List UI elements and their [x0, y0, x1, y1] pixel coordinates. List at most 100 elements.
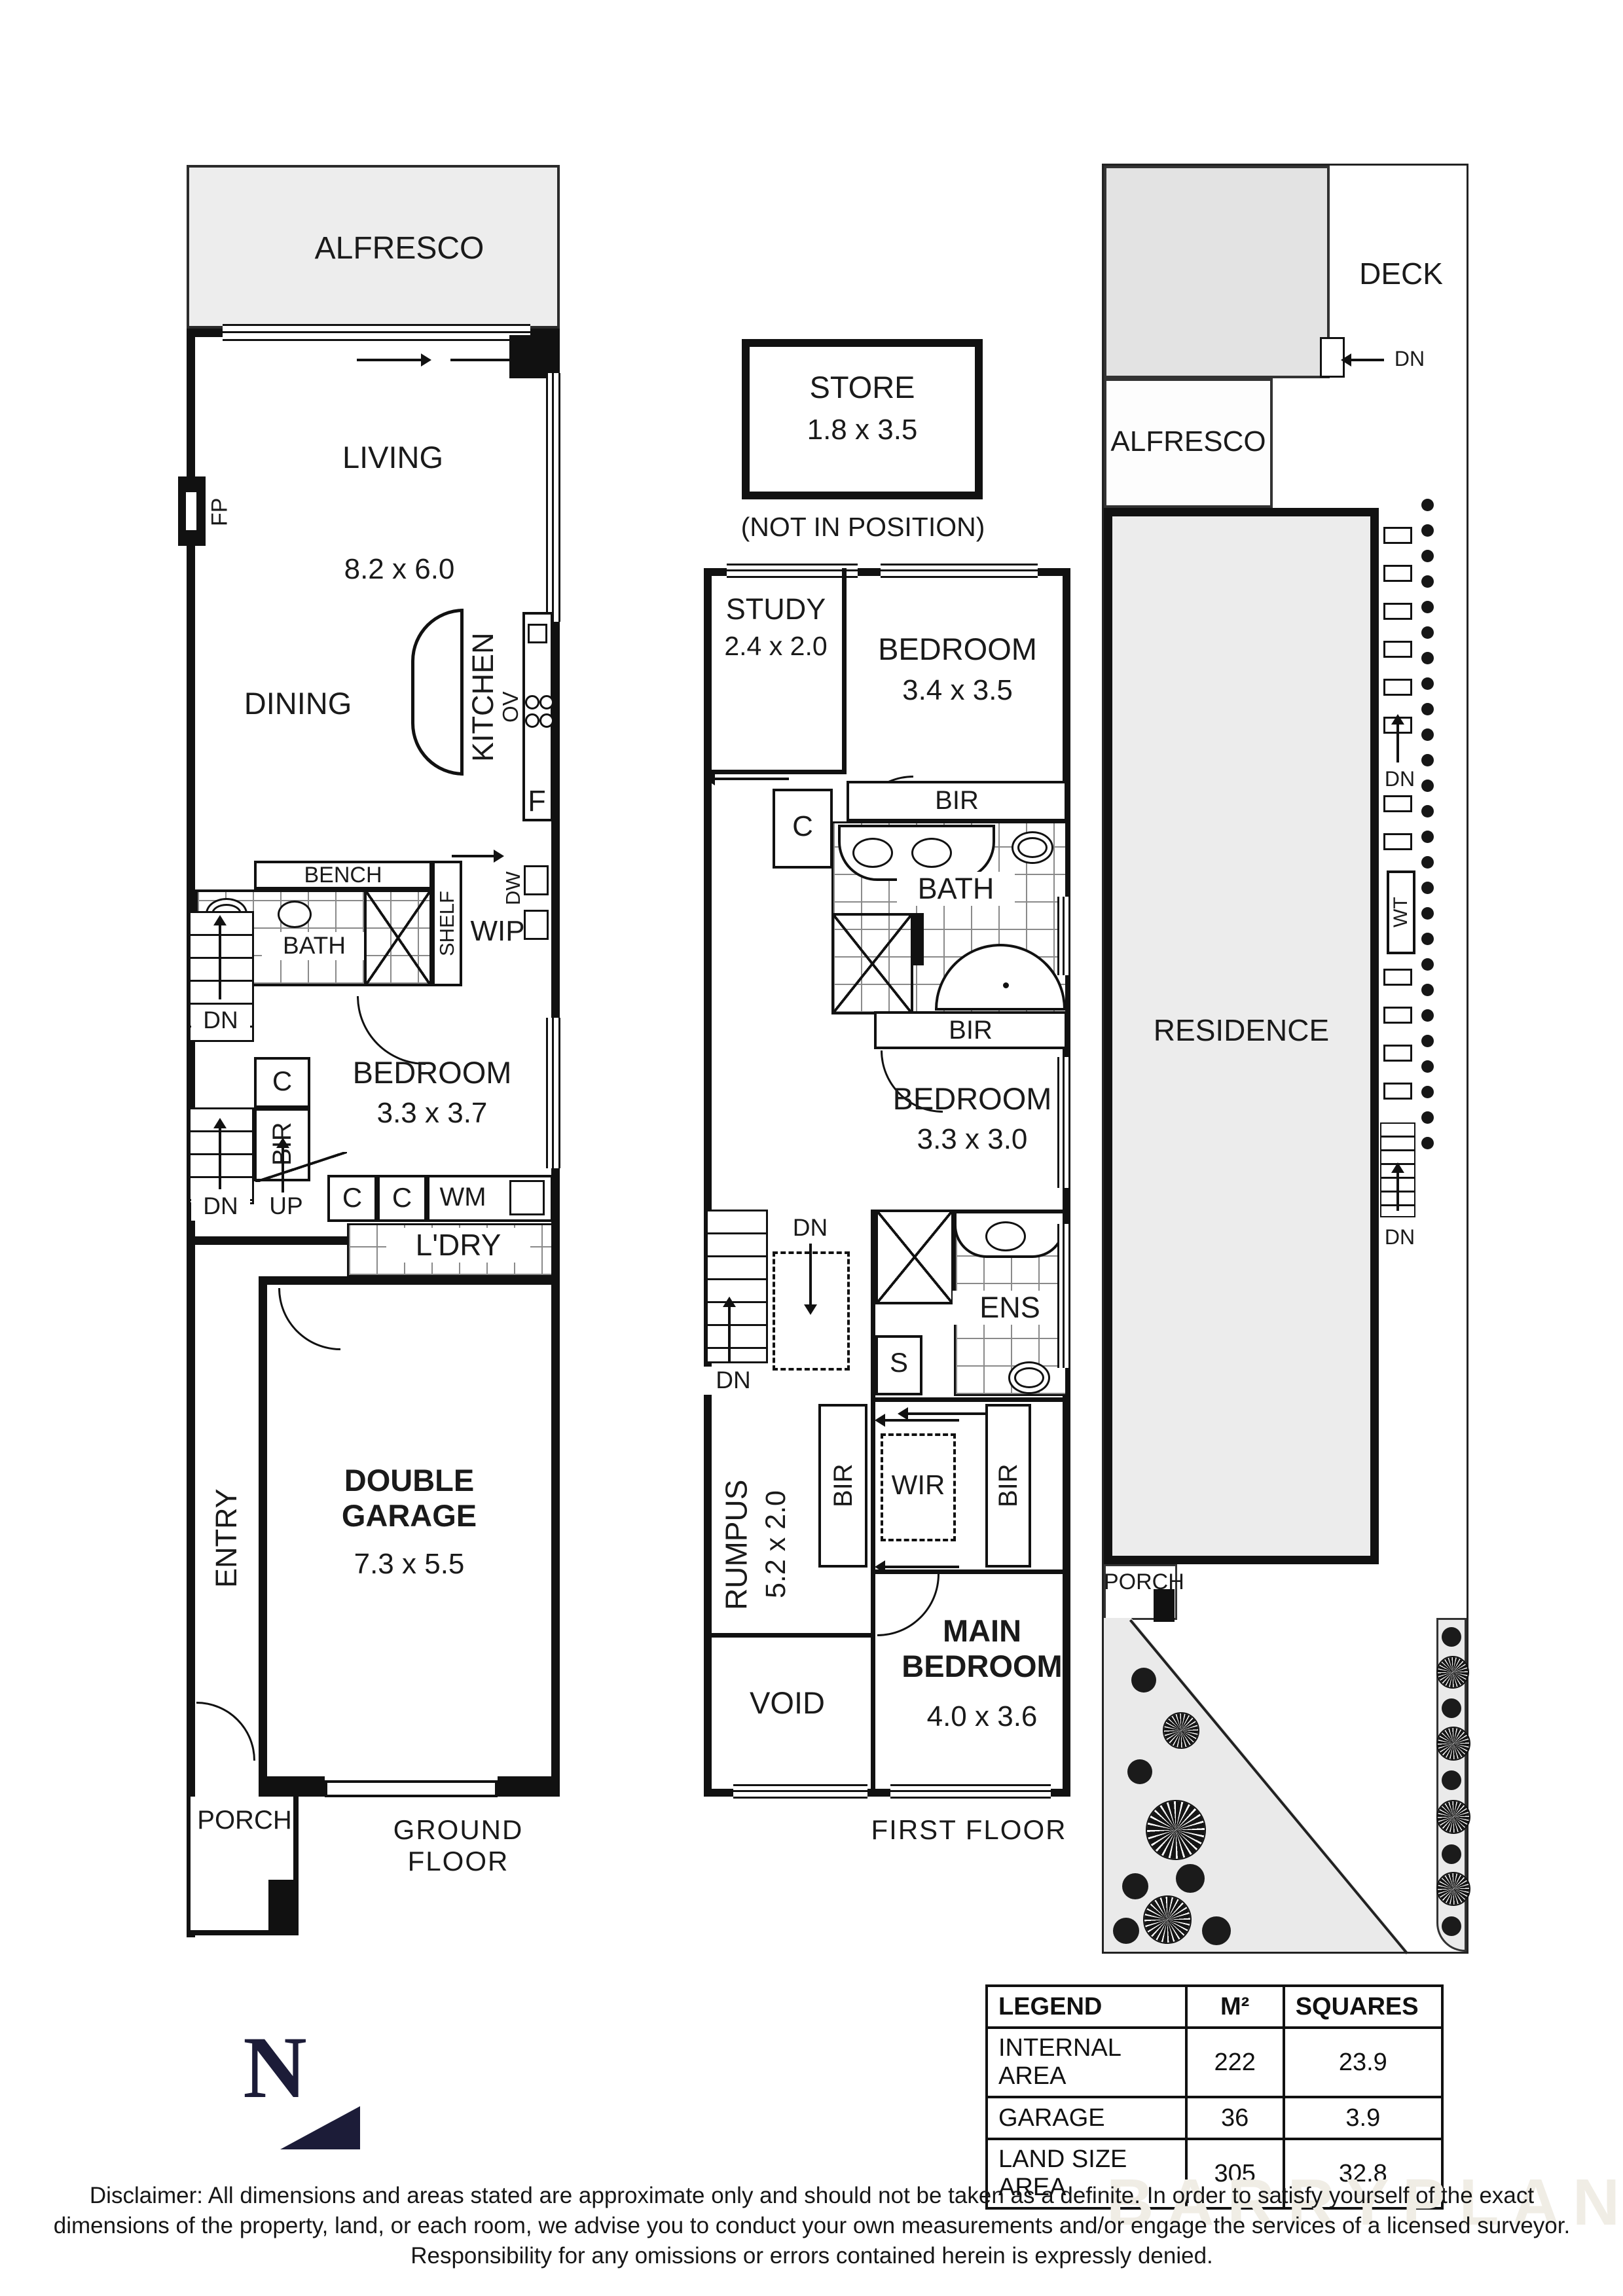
ff-bedroom3-window: [1057, 1057, 1070, 1188]
site-wt-label: WT: [1389, 897, 1412, 928]
site-wt-box: [1387, 870, 1415, 954]
gf-garage-stub-left: [267, 1776, 325, 1797]
tree: [1436, 1800, 1470, 1834]
gf-garage-door-panel: [325, 1780, 498, 1797]
ff-study-label: STUDY: [725, 592, 826, 626]
gf-porch-pier: [268, 1880, 296, 1935]
tree: [1163, 1712, 1199, 1749]
ff-bir1: [847, 781, 1067, 821]
ff-bath-toilet: [1012, 831, 1053, 864]
gf-entry-door-arc: [196, 1702, 255, 1761]
gf-bench: [254, 861, 432, 889]
tree: [1436, 1656, 1469, 1689]
gf-stairs-lower-arrow: [213, 1118, 227, 1189]
tree: [1146, 1800, 1206, 1860]
ff-dn-top-arrow: [804, 1244, 817, 1315]
gf-title: GROUND FLOOR: [393, 1814, 524, 1877]
ff-closet: [773, 789, 833, 869]
legend-table: LEGEND M² SQUARES INTERNAL AREA 222 23.9…: [985, 1984, 1444, 2210]
watermark-logo: BARRYPLANT: [1106, 2166, 1623, 2239]
shrub: [1442, 1698, 1461, 1718]
ff-dn-bottom-arrow: [723, 1297, 736, 1361]
ff-stairs: [706, 1210, 768, 1363]
gf-wm-label: WM: [439, 1183, 486, 1211]
garden-dot: [1421, 1035, 1434, 1047]
ff-shower: [831, 913, 913, 1014]
gf-left-wall-lower: [187, 1240, 195, 1937]
site-path-dn-1: DN: [1384, 767, 1415, 791]
paver: [1383, 565, 1412, 582]
gf-stairs-upper-arrow: [213, 915, 227, 999]
gf-shelf: [432, 861, 462, 986]
disclaimer-text: Disclaimer: All dimensions and areas sta…: [53, 2183, 1571, 2269]
site-pavers-mid: [1381, 795, 1414, 850]
garden-dot: [1421, 882, 1434, 894]
paver: [1383, 641, 1412, 658]
garden-dot: [1421, 780, 1434, 792]
gf-wip-sink-1: [524, 865, 549, 895]
gf-living-label: LIVING: [342, 440, 444, 475]
site-deck-label: DECK: [1359, 257, 1443, 291]
store-dims: 1.8 x 3.5: [807, 414, 918, 446]
site-pavers-lower: [1381, 969, 1414, 1100]
ff-void-label: VOID: [750, 1685, 825, 1720]
ff-closet-label: C: [792, 810, 813, 842]
gf-porch-label: PORCH: [197, 1806, 292, 1835]
garden-dot: [1421, 1137, 1434, 1149]
gf-ov-label: OV: [498, 691, 523, 723]
gf-up-label: UP: [257, 1193, 316, 1221]
ff-ens-label: ENS: [953, 1291, 1067, 1325]
ff-study-bottom: [704, 770, 847, 774]
ff-bir1-label: BIR: [935, 786, 979, 815]
ff-bedroom2-dims: 3.4 x 3.5: [902, 674, 1013, 706]
gf-closet-2: [377, 1175, 427, 1222]
legend-row-land: LAND SIZE AREA 305 32.8: [985, 2138, 1444, 2210]
garden-dot: [1421, 677, 1434, 690]
ff-ens-window: [1057, 1224, 1070, 1368]
garden-dot: [1421, 652, 1434, 664]
ff-study-window: [727, 564, 858, 578]
gf-kitchen-label: KITCHEN: [466, 632, 500, 762]
ff-wir-arrow-top: [875, 1414, 959, 1427]
ff-wir-arrow-bottom: [875, 1560, 959, 1573]
shrub: [1176, 1864, 1205, 1893]
garden-dot: [1421, 601, 1434, 613]
garden-dot: [1421, 831, 1434, 843]
legend-internal-m2: 222: [1184, 2026, 1285, 2098]
gf-dw-label: DW: [501, 871, 525, 905]
ff-bedroom2-label: BEDROOM: [878, 632, 1037, 666]
gf-sliding-door: [223, 324, 530, 341]
ff-bottom-window-2: [890, 1784, 1051, 1799]
garden-dot: [1421, 524, 1434, 537]
ff-mainbed-top-wall: [875, 1570, 1070, 1574]
shrub: [1113, 1918, 1139, 1944]
ff-wir-box: [881, 1433, 956, 1541]
gf-bath-label: BATH: [262, 932, 367, 960]
ff-bir4-label: BIR: [994, 1463, 1023, 1508]
gf-ldry-label: L'DRY: [386, 1228, 530, 1263]
garden-dot: [1421, 856, 1434, 869]
gf-bedroom-label: BEDROOM: [352, 1055, 512, 1090]
site-porch-pier: [1154, 1589, 1175, 1622]
legend-internal-label: INTERNAL AREA: [985, 2026, 1188, 2098]
garden-dot: [1421, 1009, 1434, 1022]
gf-wip-arrow: [452, 850, 504, 863]
tree: [1143, 1895, 1192, 1944]
gf-alfresco-label: ALFRESCO: [314, 231, 484, 266]
site-deck-dn-arrow: [1341, 353, 1384, 367]
ff-study-dims: 2.4 x 2.0: [724, 631, 828, 661]
gf-closet-hall: [254, 1057, 310, 1108]
ff-ens-arrow: [898, 1407, 995, 1420]
ff-bedroom3-dims: 3.3 x 3.0: [917, 1123, 1028, 1155]
gf-fridge-label: F: [528, 784, 546, 817]
gf-bedroom-window: [546, 1018, 560, 1168]
ff-void-top-wall: [704, 1633, 875, 1638]
garden-dot: [1421, 626, 1434, 639]
gf-porch-outline: [191, 1797, 299, 1935]
ff-bottom-window-1: [733, 1784, 867, 1799]
gf-closet-hall-label: C: [272, 1066, 293, 1096]
ff-wir-label: WIR: [891, 1469, 945, 1500]
gf-bedroom-dims: 3.3 x 3.7: [376, 1097, 488, 1129]
ff-dn-bottom: DN: [701, 1367, 766, 1395]
gf-shower: [364, 889, 432, 986]
